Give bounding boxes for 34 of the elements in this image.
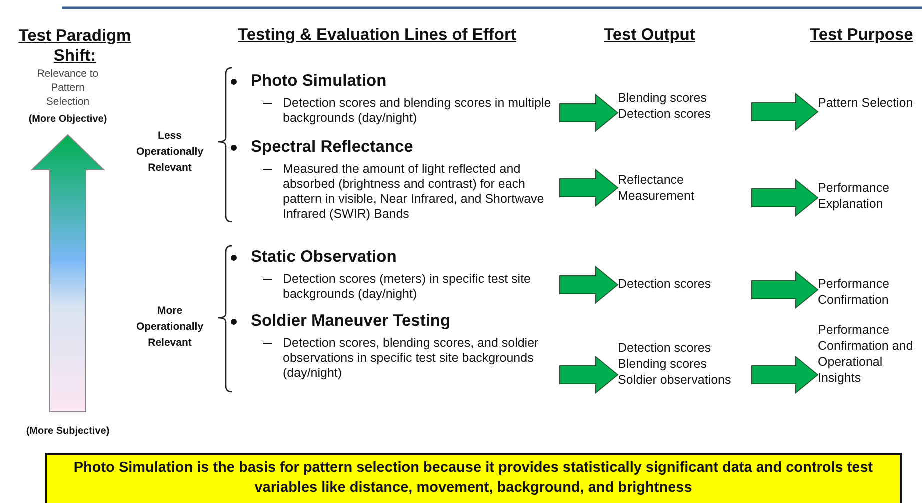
column-heading: Test Output: [604, 26, 696, 45]
purpose-text: Performance Confirmation: [818, 276, 918, 310]
block-arrow: [560, 356, 619, 394]
output-text: Detection scores: [618, 276, 752, 294]
group-label: Less Operationally Relevant: [135, 129, 205, 176]
item-description: Measured the amount of light reflected and absorbed (brightness and contrast) for each pattern in visible, Near Infrared, and Shortwave Infrared (SWIR) Bands: [283, 162, 546, 222]
block-arrow: [752, 92, 819, 132]
column-heading: Test Purpose: [810, 26, 914, 45]
group-label: More Operationally Relevant: [135, 304, 205, 351]
purpose-text: Performance Confirmation and Operational Insights: [818, 322, 918, 406]
axis-caption: Relevance to Pattern Selection: [36, 67, 100, 109]
item-heading: Spectral Reflectance: [251, 138, 414, 157]
block-arrow: [560, 94, 619, 132]
item-heading: Static Observation: [251, 248, 397, 267]
block-arrow: [752, 356, 819, 394]
purpose-text: Performance Explanation: [818, 180, 918, 214]
item-description: Detection scores, blending scores, and soldier observations in specific test site backgrounds (day/night): [283, 336, 540, 381]
output-text: Blending scores Detection scores: [618, 90, 752, 124]
axis-end-label: (More Subjective): [25, 426, 111, 437]
block-arrow: [752, 178, 819, 218]
output-text: Detection scores Blending scores Soldier observations: [618, 340, 752, 390]
block-arrow: [560, 266, 619, 304]
item-heading: Photo Simulation: [251, 72, 387, 91]
item-heading: Soldier Maneuver Testing: [251, 312, 451, 331]
output-text: Reflectance Measurement: [618, 172, 752, 206]
purpose-text: Pattern Selection: [818, 95, 918, 129]
block-arrow: [752, 270, 819, 310]
block-arrow: [560, 168, 619, 208]
axis-end-label: (More Objective): [28, 114, 108, 125]
callout-banner: Photo Simulation is the basis for pattern selection because it provides statistically significant data and controls test variables like distance, movement, background, and brightness: [45, 453, 902, 503]
item-description: Detection scores and blending scores in multiple backgrounds (day/night): [283, 96, 552, 126]
column-heading: Test Paradigm Shift:: [18, 26, 132, 66]
item-description: Detection scores (meters) in specific test site backgrounds (day/night): [283, 272, 532, 302]
column-heading: Testing & Evaluation Lines of Effort: [238, 26, 518, 45]
